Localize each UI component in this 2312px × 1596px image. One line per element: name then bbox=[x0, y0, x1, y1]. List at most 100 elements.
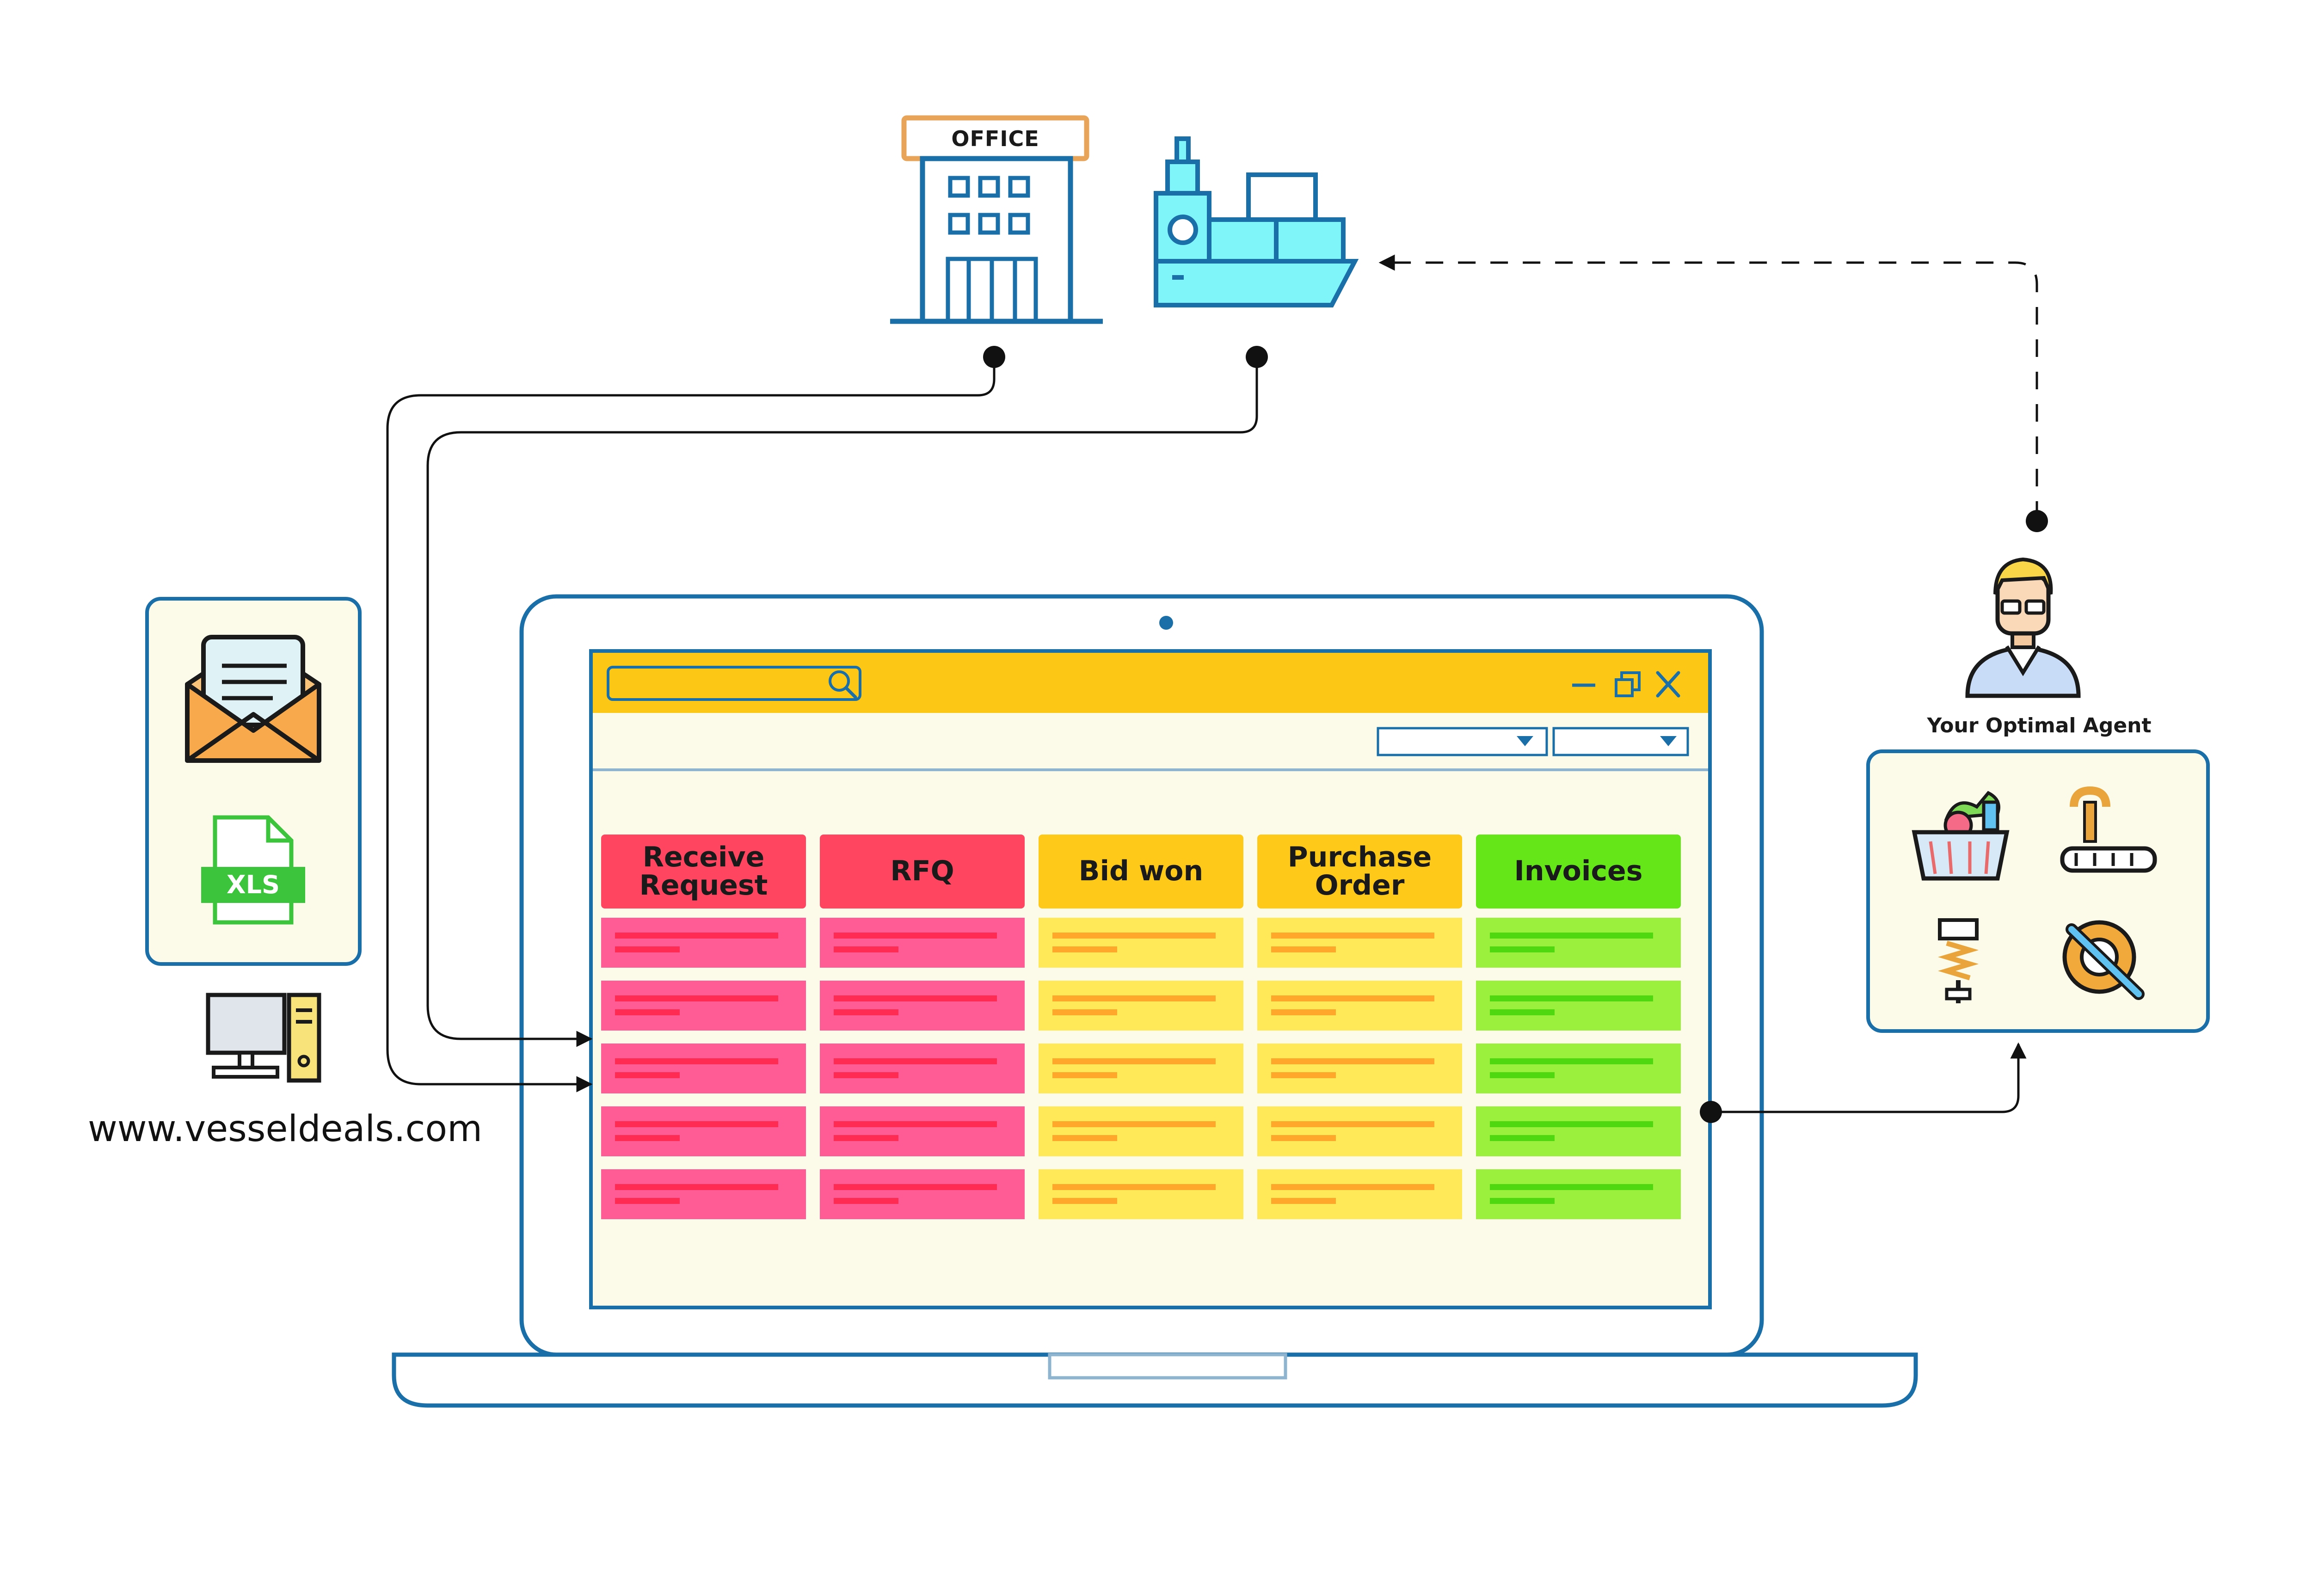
board-card-body[interactable] bbox=[820, 918, 1025, 968]
board-card[interactable] bbox=[1039, 918, 1243, 968]
board-card-body[interactable] bbox=[601, 1106, 806, 1156]
board-card[interactable] bbox=[820, 981, 1025, 1031]
board-card[interactable] bbox=[820, 1106, 1025, 1156]
column-header-bid-won[interactable] bbox=[1039, 835, 1243, 908]
column-header-receive[interactable] bbox=[601, 835, 806, 908]
agent-title: Your Optimal Agent bbox=[1927, 713, 2152, 737]
board-card-body[interactable] bbox=[820, 1044, 1025, 1093]
board-card[interactable] bbox=[601, 1169, 806, 1219]
board-card-body[interactable] bbox=[1257, 981, 1462, 1031]
board-card[interactable] bbox=[1476, 1106, 1681, 1156]
board-card[interactable] bbox=[1257, 981, 1462, 1031]
board-card[interactable] bbox=[1039, 1044, 1243, 1093]
chevron-down-icon[interactable] bbox=[1660, 736, 1677, 746]
agent-to-ship-connector bbox=[1378, 254, 2038, 519]
card-text-placeholder bbox=[1052, 995, 1216, 1001]
search-icon[interactable] bbox=[829, 670, 857, 699]
chevron-down-icon[interactable] bbox=[1517, 736, 1533, 746]
card-text-placeholder bbox=[834, 1072, 898, 1078]
board-card[interactable] bbox=[601, 981, 806, 1031]
board-card-body[interactable] bbox=[1476, 981, 1681, 1031]
card-text-placeholder bbox=[1271, 1058, 1434, 1064]
board-card-body[interactable] bbox=[1476, 1169, 1681, 1219]
column-title-receive: Receive Request bbox=[639, 841, 768, 902]
card-text-placeholder bbox=[1271, 946, 1336, 952]
card-text-placeholder bbox=[1490, 1072, 1555, 1078]
card-text-placeholder bbox=[834, 1135, 898, 1141]
card-text-placeholder bbox=[1490, 946, 1555, 952]
laptop-trackpad-notch bbox=[1048, 1353, 1287, 1380]
card-text-placeholder bbox=[1052, 1058, 1216, 1064]
board-card-body[interactable] bbox=[1257, 918, 1462, 968]
card-text-placeholder bbox=[1490, 1121, 1653, 1127]
office-sign-label: OFFICE bbox=[951, 126, 1039, 151]
ship-to-board-connector bbox=[426, 357, 1258, 1047]
card-text-placeholder bbox=[1271, 1072, 1336, 1078]
board-card-body[interactable] bbox=[820, 1169, 1025, 1219]
board-card-body[interactable] bbox=[1476, 918, 1681, 968]
board-card[interactable] bbox=[1257, 1169, 1462, 1219]
card-text-placeholder bbox=[1271, 933, 1434, 939]
board-card[interactable] bbox=[820, 1169, 1025, 1219]
column-header-invoices[interactable] bbox=[1476, 835, 1681, 908]
search-input[interactable] bbox=[607, 666, 861, 701]
website-link[interactable]: www.vesseldeals.com bbox=[88, 1108, 483, 1150]
board-card-body[interactable] bbox=[1257, 1169, 1462, 1219]
card-text-placeholder bbox=[1052, 1121, 1216, 1127]
board-card-body[interactable] bbox=[1039, 918, 1243, 968]
board-card-body[interactable] bbox=[820, 981, 1025, 1031]
desktop-computer-icon bbox=[206, 993, 321, 1083]
board-card-body[interactable] bbox=[1039, 1169, 1243, 1219]
close-icon[interactable] bbox=[1656, 671, 1680, 698]
board-card-body[interactable] bbox=[601, 918, 806, 968]
board-card[interactable] bbox=[820, 1044, 1025, 1093]
restore-icon[interactable] bbox=[1615, 671, 1641, 697]
filter-dropdown-2[interactable] bbox=[1552, 727, 1689, 756]
card-text-placeholder bbox=[1490, 1135, 1555, 1141]
card-text-placeholder bbox=[1052, 946, 1117, 952]
board-card[interactable] bbox=[1039, 981, 1243, 1031]
board-card-body[interactable] bbox=[1476, 1044, 1681, 1093]
board-card-body[interactable] bbox=[1257, 1106, 1462, 1156]
board-card-body[interactable] bbox=[1039, 1106, 1243, 1156]
card-text-placeholder bbox=[615, 946, 680, 952]
filter-dropdown-1[interactable] bbox=[1377, 727, 1548, 756]
card-text-placeholder bbox=[1052, 1184, 1216, 1190]
connector-dots bbox=[983, 346, 2048, 1123]
board-card[interactable] bbox=[1257, 918, 1462, 968]
spring-part-icon bbox=[1937, 918, 1979, 1003]
column-header-purchase-order[interactable] bbox=[1257, 835, 1462, 908]
board-card-body[interactable] bbox=[601, 981, 806, 1031]
board-card-body[interactable] bbox=[1039, 981, 1243, 1031]
board-card-body[interactable] bbox=[820, 1106, 1025, 1156]
board-card[interactable] bbox=[1039, 1169, 1243, 1219]
board-card-body[interactable] bbox=[601, 1169, 806, 1219]
board-card[interactable] bbox=[1257, 1106, 1462, 1156]
card-text-placeholder bbox=[615, 1072, 680, 1078]
board-card[interactable] bbox=[1476, 1044, 1681, 1093]
board-card[interactable] bbox=[1476, 1169, 1681, 1219]
card-text-placeholder bbox=[1052, 1135, 1117, 1141]
board-card[interactable] bbox=[1257, 1044, 1462, 1093]
supply-panel bbox=[1866, 749, 2210, 1033]
board-card-body[interactable] bbox=[1476, 1106, 1681, 1156]
board-card-body[interactable] bbox=[1257, 1044, 1462, 1093]
card-text-placeholder bbox=[1052, 1009, 1117, 1015]
office-to-board-connector bbox=[386, 357, 996, 1093]
board-card[interactable] bbox=[1476, 918, 1681, 968]
column-title-purchase-order: Purchase Order bbox=[1287, 841, 1432, 902]
board-card[interactable] bbox=[601, 1106, 806, 1156]
board-card-body[interactable] bbox=[601, 1044, 806, 1093]
board-to-agent-connector bbox=[1716, 1042, 2027, 1113]
board-card[interactable] bbox=[1476, 981, 1681, 1031]
card-text-placeholder bbox=[615, 1121, 778, 1127]
card-text-placeholder bbox=[1490, 1184, 1653, 1190]
board-card[interactable] bbox=[1039, 1106, 1243, 1156]
search-box[interactable] bbox=[607, 666, 861, 701]
board-card[interactable] bbox=[601, 1044, 806, 1093]
board-card[interactable] bbox=[601, 918, 806, 968]
card-text-placeholder bbox=[1271, 1009, 1336, 1015]
board-card-body[interactable] bbox=[1039, 1044, 1243, 1093]
board-card[interactable] bbox=[820, 918, 1025, 968]
column-header-rfq[interactable] bbox=[820, 835, 1025, 908]
